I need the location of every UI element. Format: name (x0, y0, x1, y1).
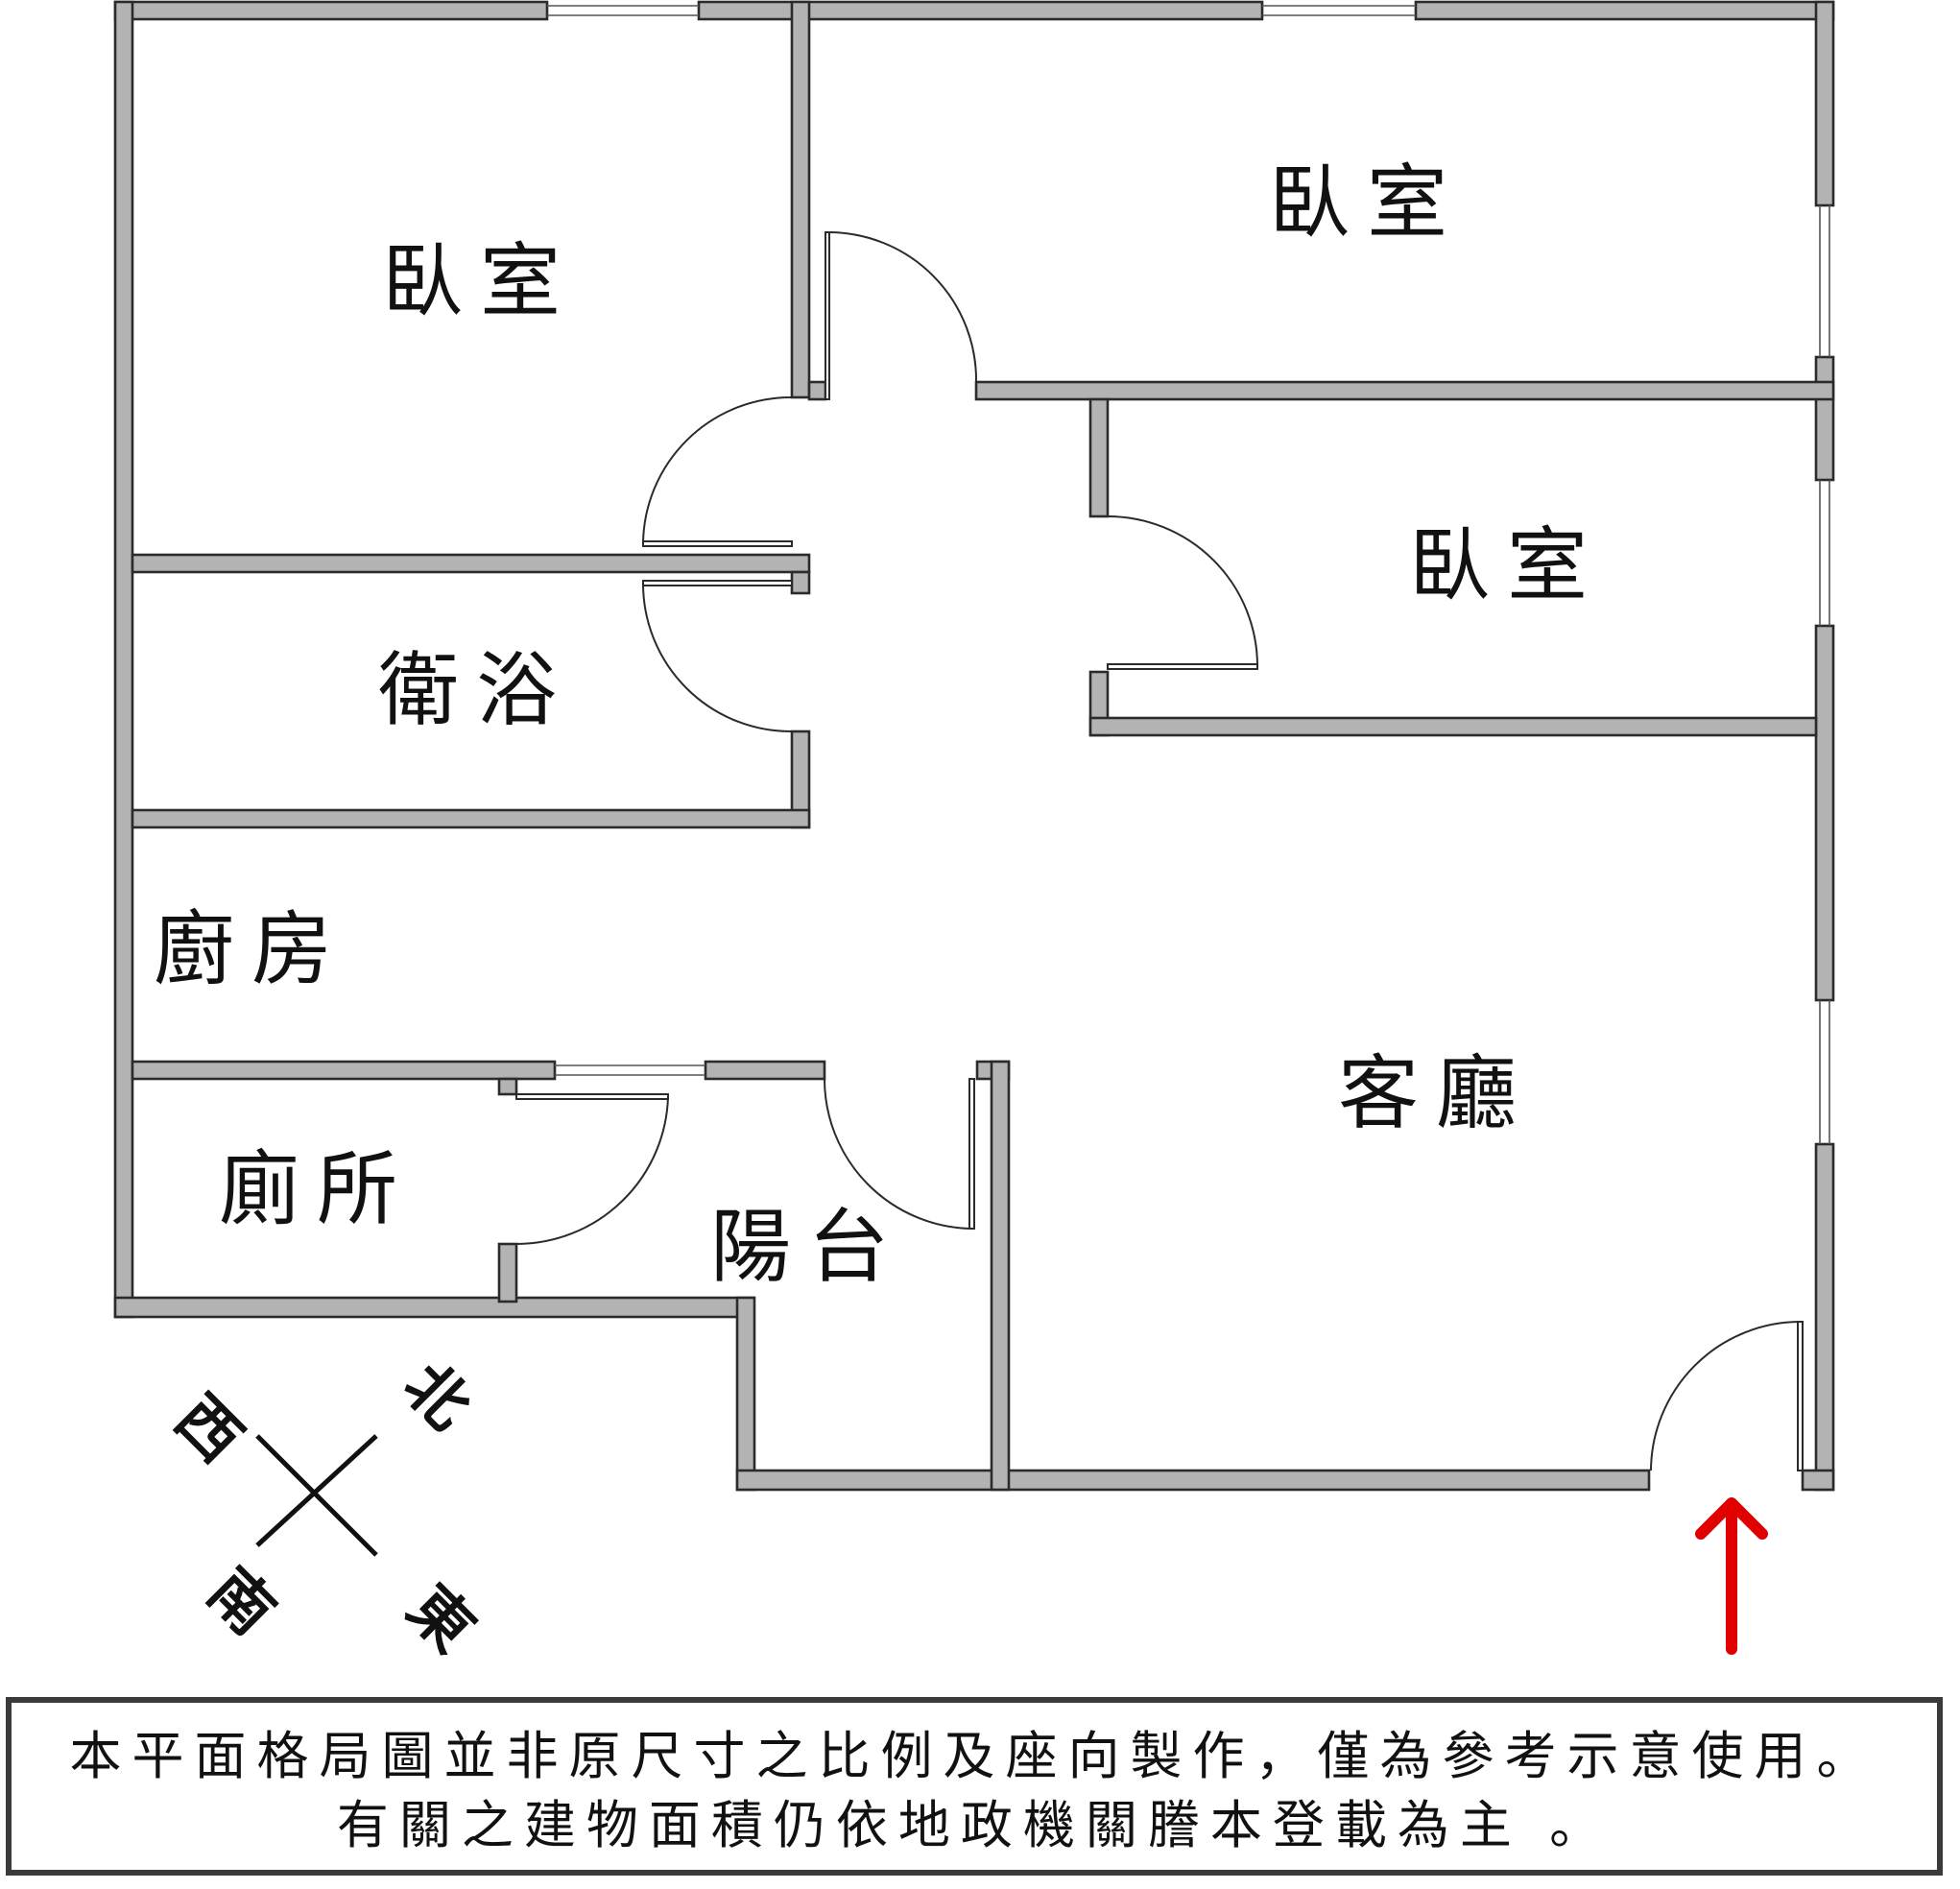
compass: 西 北 南 東 (161, 1350, 488, 1666)
room-label-balcony: 陽台 (710, 1200, 906, 1294)
room-label-bathroom: 衛浴 (378, 643, 574, 737)
compass-west-label: 西 (161, 1382, 255, 1476)
doors (515, 231, 1804, 1471)
compass-line-nw-se (255, 1434, 378, 1557)
red-up-arrow-icon (1695, 1497, 1768, 1655)
room-label-living-room: 客廳 (1338, 1046, 1534, 1140)
disclaimer-line-1: 本平面格局圖並非原尺寸之比例及座向製作，僅為參考示意使用。 (69, 1726, 1879, 1786)
windows (547, 5, 1830, 1144)
disclaimer-line-2: 有關之建物面積仍依地政機關謄本登載為主 。 (336, 1795, 1613, 1855)
room-label-kitchen: 廚房 (154, 902, 349, 996)
room-labels: 臥室 臥室 臥室 衛浴 廚房 廁所 陽台 客廳 (154, 155, 1605, 1294)
room-label-bedroom-northeast: 臥室 (1269, 155, 1465, 250)
compass-line-ne-sw (255, 1434, 378, 1547)
compass-south-label: 南 (194, 1555, 288, 1649)
compass-east-label: 東 (394, 1572, 488, 1666)
room-label-toilet: 廁所 (219, 1142, 415, 1236)
compass-north-label: 北 (390, 1350, 484, 1444)
walls (113, 0, 1835, 1492)
room-label-bedroom-northwest: 臥室 (382, 234, 578, 328)
disclaimer-box: 本平面格局圖並非原尺寸之比例及座向製作，僅為參考示意使用。 有關之建物面積仍依地… (6, 1697, 1943, 1876)
room-label-bedroom-east: 臥室 (1409, 518, 1605, 612)
